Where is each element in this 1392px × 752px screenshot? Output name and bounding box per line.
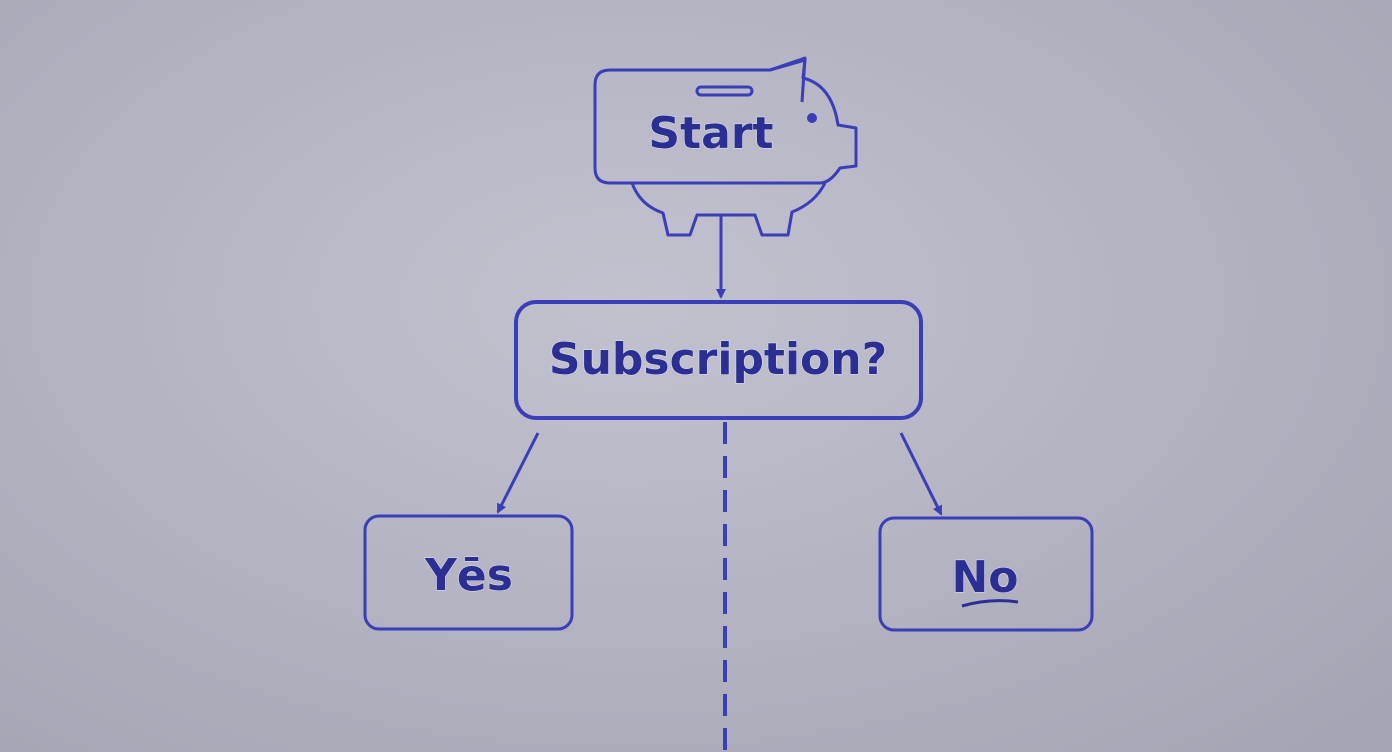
question-node: [514, 300, 923, 420]
start-node-piggy-bank: [593, 56, 858, 237]
arrow-to-no: [899, 432, 943, 516]
question-label: Subscription?: [549, 334, 887, 385]
arrow-to-yes: [496, 432, 540, 514]
yes-label: Yēs: [424, 550, 513, 601]
no-underline: [961, 599, 1019, 608]
yes-node: [363, 514, 574, 631]
no-node: [878, 516, 1094, 632]
no-label: No: [951, 552, 1018, 603]
start-label: Start: [648, 108, 773, 159]
